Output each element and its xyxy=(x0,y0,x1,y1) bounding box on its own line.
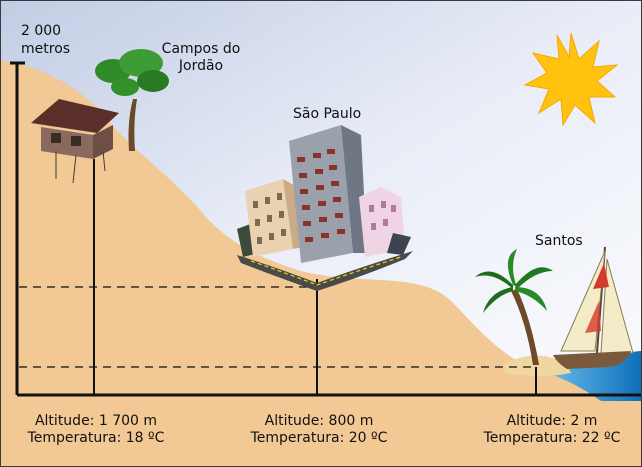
location-name-santos: Santos xyxy=(535,233,583,249)
info-campos-do-jordao: Altitude: 1 700 m Temperatura: 18 ºC xyxy=(21,413,171,447)
info-santos: Altitude: 2 m Temperatura: 22 ºC xyxy=(471,413,633,447)
cabin-icon xyxy=(31,99,119,184)
location-name-campos-do-jordao: Campos do Jordão xyxy=(161,41,241,75)
temperature-label: Temperatura: 22 ºC xyxy=(483,430,621,446)
axis-unit: metros xyxy=(21,41,71,57)
palm-tree-icon xyxy=(475,249,553,365)
axis-max-value: 2 000 xyxy=(21,23,62,39)
location-name-line: Campos do xyxy=(161,41,241,57)
temperature-label: Temperatura: 20 ºC xyxy=(250,430,388,446)
temperature-label: Temperatura: 18 ºC xyxy=(27,430,165,446)
sun-icon xyxy=(523,32,619,127)
city-buildings-icon xyxy=(237,125,413,291)
label-strip xyxy=(1,401,641,466)
location-name-line: Jordão xyxy=(178,58,224,74)
altitude-label: Altitude: 800 m xyxy=(264,413,374,429)
tree-icon xyxy=(95,49,169,151)
altitude-label: Altitude: 1 700 m xyxy=(34,413,158,429)
location-name-sao-paulo: São Paulo xyxy=(293,106,362,122)
altitude-label: Altitude: 2 m xyxy=(506,413,598,429)
beach xyxy=(501,355,571,376)
sailboat-icon xyxy=(553,246,634,369)
land-profile xyxy=(1,61,641,466)
info-sao-paulo: Altitude: 800 m Temperatura: 20 ºC xyxy=(239,413,399,447)
